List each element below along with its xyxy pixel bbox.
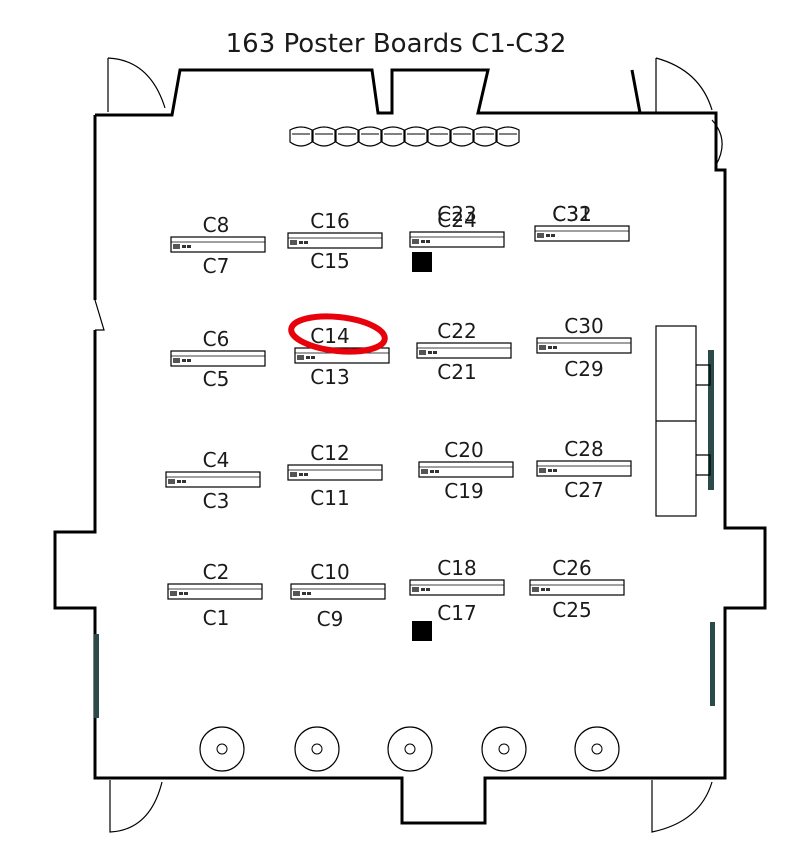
board-label-top: C28 — [564, 437, 603, 461]
highlight-circle — [288, 313, 388, 355]
board-label-bottom: C5 — [203, 367, 230, 391]
seat-icon — [381, 126, 405, 147]
board-label-top: C8 — [203, 213, 230, 237]
seat-icon — [404, 126, 428, 147]
room-walls — [53, 68, 767, 825]
board-label-top: C6 — [203, 327, 230, 351]
map-title: 163 Poster Boards C1-C32 — [226, 29, 567, 59]
round-tables — [199, 726, 620, 772]
seat-icon — [450, 126, 474, 147]
seat-icon — [312, 126, 336, 147]
board-label-bottom: C7 — [203, 254, 230, 278]
board-label-bottom: C23 — [437, 202, 476, 226]
board-label-bottom: C27 — [564, 478, 603, 502]
board-label-bottom: C1 — [203, 606, 230, 630]
board-label-top: C30 — [564, 314, 603, 338]
board-label-top: C26 — [552, 556, 591, 580]
round-table — [387, 726, 433, 772]
seat-icon — [427, 126, 451, 147]
round-table — [199, 726, 245, 772]
seat-icon — [289, 126, 313, 147]
round-table — [294, 726, 340, 772]
seating-row — [289, 126, 520, 147]
board-label-top: C12 — [310, 441, 349, 465]
board-label-bottom: C17 — [437, 601, 476, 625]
seat-icon — [358, 126, 382, 147]
board-label-top: C32 — [552, 202, 591, 226]
board-label-top: C18 — [437, 556, 476, 580]
board-label-bottom: C25 — [552, 598, 591, 622]
seat-icon — [335, 126, 359, 147]
pillar-marker — [412, 621, 432, 641]
board-label-top: C14 — [310, 324, 349, 348]
board-label-top: C4 — [203, 448, 230, 472]
board-label-top: C20 — [444, 438, 483, 462]
board-label-bottom: C13 — [310, 365, 349, 389]
right-wall-panel — [710, 622, 715, 706]
right-stage — [655, 325, 714, 517]
board-label-bottom: C19 — [444, 479, 483, 503]
door-swings — [94, 57, 723, 833]
board-label-bottom: C31 — [552, 202, 591, 226]
round-table — [481, 726, 527, 772]
board-label-top: C10 — [310, 560, 349, 584]
board-label-bottom: C15 — [310, 249, 349, 273]
board-label-bottom: C9 — [317, 607, 344, 631]
round-table — [574, 726, 620, 772]
seat-icon — [473, 126, 497, 147]
board-label-top: C2 — [203, 560, 230, 584]
board-label-top: C24 — [437, 208, 476, 232]
board-label-bottom: C3 — [203, 489, 230, 513]
board-label-bottom: C29 — [564, 357, 603, 381]
seat-icon — [496, 126, 520, 147]
board-label-top: C22 — [437, 319, 476, 343]
pillar-marker — [412, 252, 432, 272]
left-wall-panel — [94, 634, 99, 718]
board-label-bottom: C21 — [437, 360, 476, 384]
board-label-bottom: C11 — [310, 486, 349, 510]
board-label-top: C16 — [310, 209, 349, 233]
